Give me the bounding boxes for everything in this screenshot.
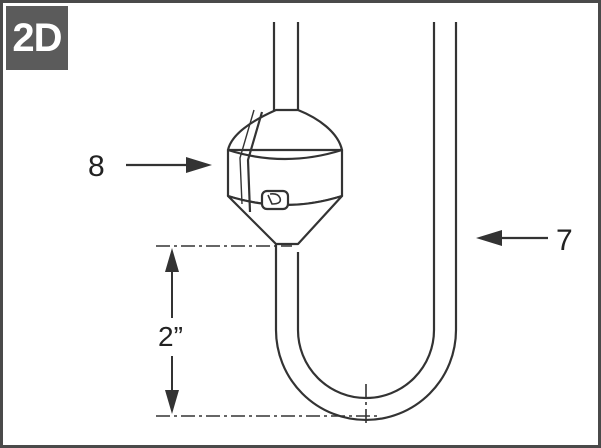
callout-7-label: 7 — [556, 224, 573, 257]
callout-7-arrow — [476, 230, 548, 246]
callout-8-arrow — [126, 157, 212, 173]
float-rod — [272, 22, 300, 120]
dimension-lines — [156, 245, 378, 426]
dimension-arrow — [165, 248, 179, 414]
float-body — [226, 108, 344, 246]
callout-8-label: 8 — [88, 150, 105, 183]
step-badge: 2D — [6, 6, 68, 70]
dimension-label: 2” — [158, 321, 183, 352]
